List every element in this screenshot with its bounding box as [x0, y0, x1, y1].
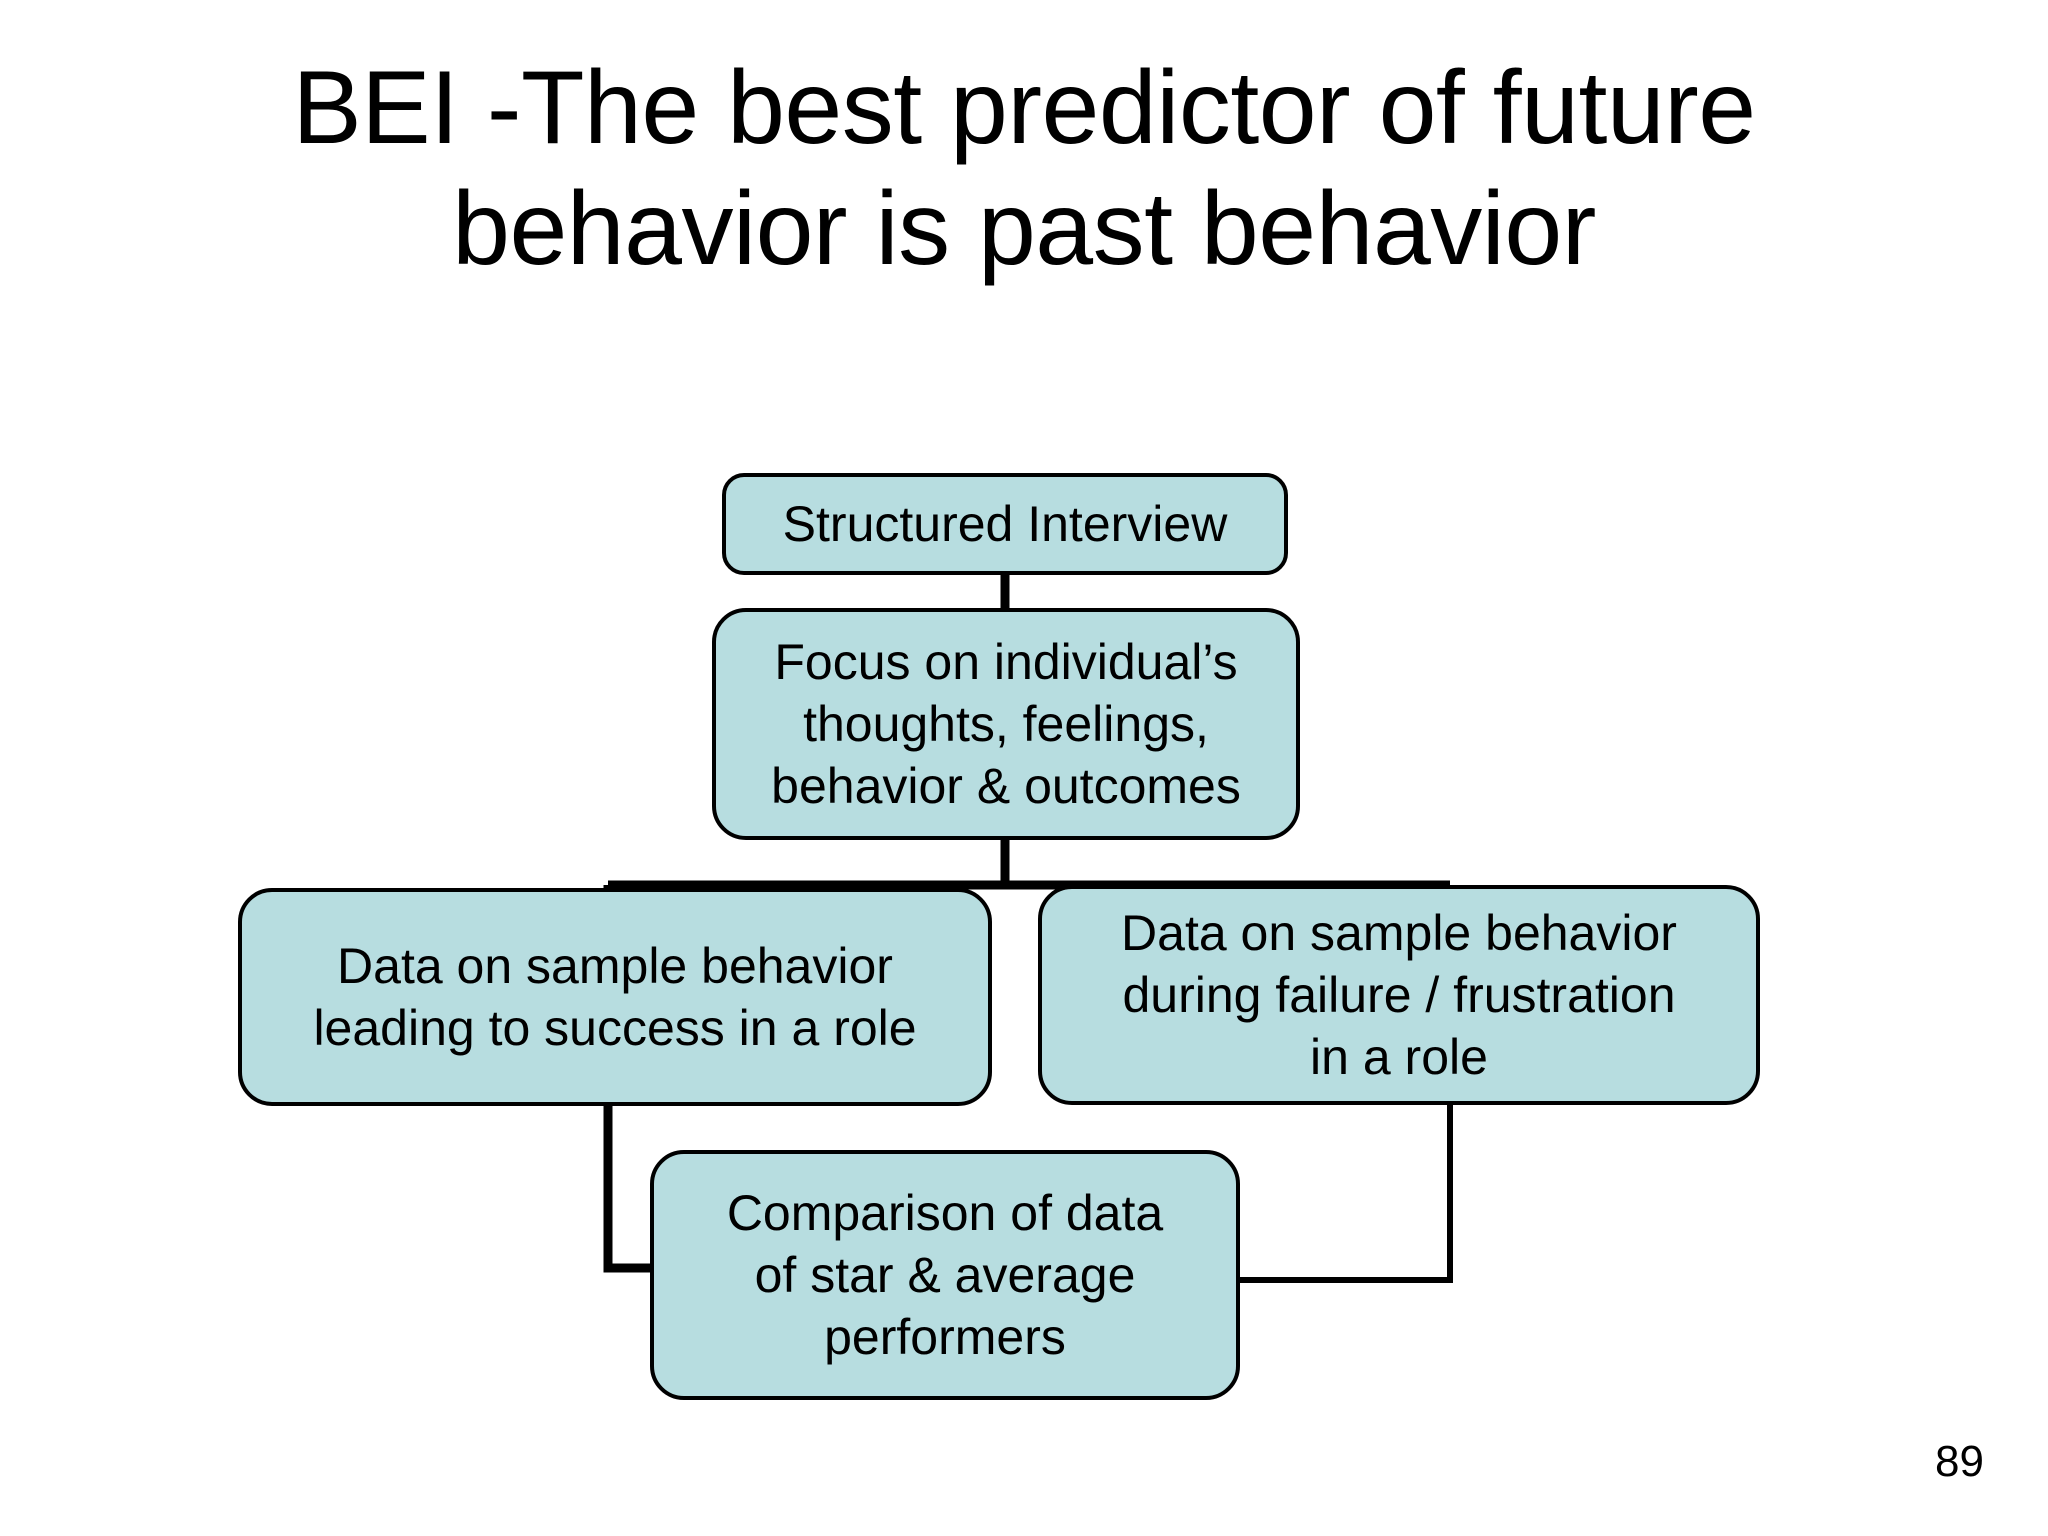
page-title: BEI -The best predictor of future behavi…: [292, 50, 1756, 287]
node-data-success-behavior[interactable]: Data on sample behavior leading to succe…: [238, 888, 992, 1106]
node-data-failure-behavior[interactable]: Data on sample behavior during failure /…: [1038, 885, 1760, 1105]
edge-failure-to-comparison: [1238, 1100, 1453, 1283]
page-number: 89: [1935, 1437, 1984, 1486]
node-focus-on-individual[interactable]: Focus on individual’s thoughts, feelings…: [712, 608, 1300, 840]
node-structured-interview[interactable]: Structured Interview: [722, 473, 1288, 575]
node-comparison-of-data[interactable]: Comparison of data of star & average per…: [650, 1150, 1240, 1400]
